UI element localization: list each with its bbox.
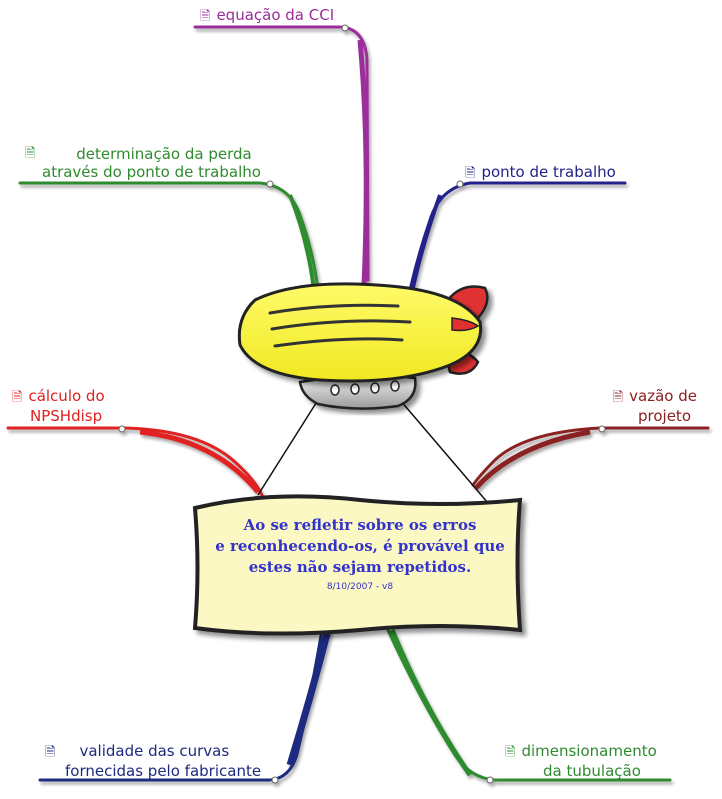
topic-label: equação da CCI	[216, 6, 335, 24]
branch-node-equacao-cci[interactable]	[341, 24, 349, 32]
topic-determinacao-perda[interactable]: 🗎 determinação da perda através do ponto …	[25, 145, 261, 181]
branch-node-calculo-npsh[interactable]	[118, 425, 126, 433]
branch-calculo-npsh	[6, 426, 264, 497]
document-icon: 🗎	[12, 390, 23, 405]
topic-vazao-projeto[interactable]: 🗎 vazão de projeto	[607, 387, 697, 425]
topic-label-line1: cálculo do	[28, 387, 105, 405]
topic-dimensionamento[interactable]: 🗎 dimensionamento da tubulação	[505, 742, 657, 780]
document-icon: 🗎	[612, 390, 624, 405]
topic-label-line1: vazão de	[629, 387, 697, 405]
branch-vazao-projeto	[471, 426, 710, 487]
central-topic-text: Ao se refletir sobre os erros e reconhec…	[215, 516, 505, 576]
central-topic[interactable]: Ao se refletir sobre os erros e reconhec…	[205, 515, 515, 592]
topic-ponto-trabalho[interactable]: 🗎 ponto de trabalho	[465, 163, 616, 183]
topic-validade-curvas[interactable]: 🗎 validade das curvas fornecidas pelo fab…	[45, 742, 261, 780]
topic-equacao-cci[interactable]: 🗎 equação da CCI	[200, 6, 334, 26]
document-icon: 🗎	[25, 146, 36, 161]
topic-label-line2: fornecidas pelo fabricante	[65, 762, 262, 780]
topic-label-line1: determinação da perda	[76, 145, 252, 163]
branch-node-dimensionamento[interactable]	[486, 776, 494, 784]
central-topic-date: 8/10/2007 - v8	[326, 582, 394, 592]
topic-label: ponto de trabalho	[481, 163, 616, 181]
document-icon: 🗎	[200, 9, 211, 24]
blimp-icon	[237, 282, 489, 504]
topic-label-line2: da tubulação	[543, 762, 641, 780]
document-icon: 🗎	[505, 745, 516, 760]
document-icon: 🗎	[465, 166, 476, 181]
topic-calculo-npsh[interactable]: 🗎 cálculo do NPSHdisp	[12, 387, 105, 425]
topic-label-line2: projeto	[638, 407, 691, 425]
branch-equacao-cci	[193, 25, 370, 282]
topic-label-line2: através do ponto de trabalho	[42, 163, 261, 181]
document-icon: 🗎	[45, 745, 56, 760]
branch-node-vazao-projeto[interactable]	[598, 425, 606, 433]
topic-label-line1: validade das curvas	[79, 742, 230, 760]
central-banner	[192, 494, 523, 636]
branch-ponto-trabalho	[408, 181, 627, 292]
topic-label-line1: dimensionamento	[521, 742, 657, 760]
branch-node-validade-curvas[interactable]	[271, 776, 279, 784]
branch-node-determinacao-perda[interactable]	[266, 180, 274, 188]
branch-node-ponto-trabalho[interactable]	[456, 180, 464, 188]
topic-label-line2: NPSHdisp	[30, 407, 103, 425]
branch-determinacao-perda	[18, 181, 320, 292]
